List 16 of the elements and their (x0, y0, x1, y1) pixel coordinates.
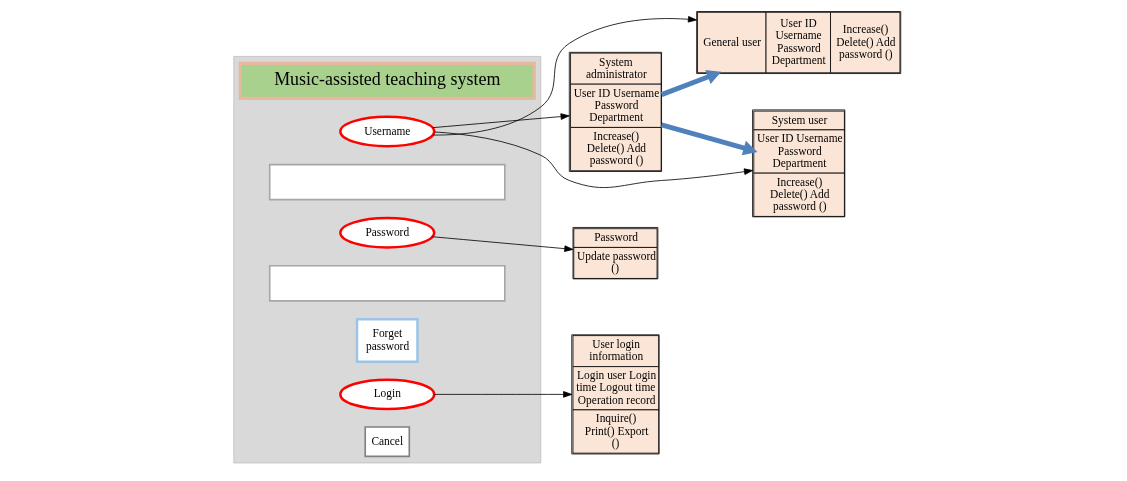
node-box (268, 265, 506, 302)
node-ellipse: Username (338, 115, 435, 148)
arrow (660, 122, 758, 156)
arrow (660, 69, 721, 97)
node-ellipse: Login (338, 378, 435, 411)
node-ellipse: Password (338, 216, 435, 249)
node-box: Cancel (363, 426, 410, 458)
arrow (433, 391, 572, 398)
arrow (431, 113, 570, 129)
cluster (232, 56, 541, 464)
arrow (433, 131, 753, 188)
arrow (432, 16, 697, 136)
arrow (431, 236, 573, 252)
node-box: Music-assisted teaching system (238, 61, 536, 101)
node-box (268, 163, 506, 201)
node-box: Forget password (355, 318, 419, 363)
